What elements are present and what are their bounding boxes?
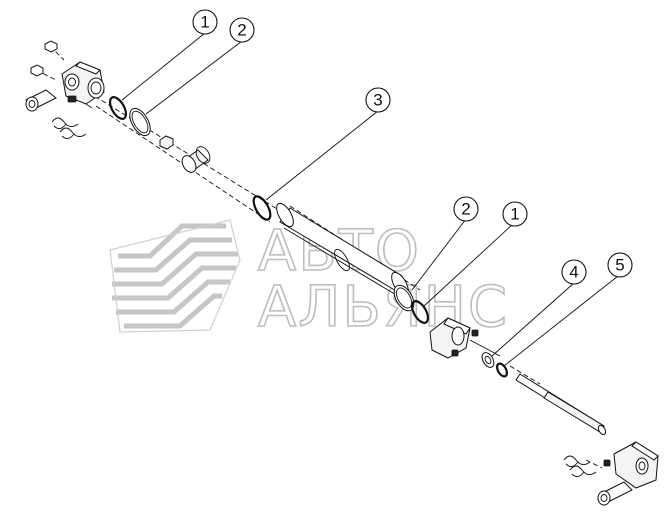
small-nut-center: [159, 135, 174, 150]
seal-ring-2-right: [393, 284, 415, 312]
left-fasteners: [25, 40, 87, 139]
callout-leaders: [121, 32, 619, 367]
right-fasteners: [563, 455, 633, 506]
callout-4: 4: [561, 259, 587, 285]
callout-4-label: 4: [569, 263, 578, 282]
seal-5: [495, 362, 509, 378]
cotter-pin-left-a: [51, 117, 79, 129]
callout-5-label: 5: [615, 256, 624, 275]
callout-5: 5: [607, 252, 633, 278]
cylinder-gland: [429, 317, 479, 359]
cotter-pin-right-b: [569, 465, 597, 477]
callout-2-upper-label: 2: [237, 21, 246, 40]
callout-1-upper: 1: [192, 9, 218, 35]
seal-ring-1-left: [108, 96, 128, 120]
seal-ring-2-left: [129, 107, 151, 137]
callout-2-lower-label: 2: [461, 200, 470, 219]
washer-4: [481, 352, 495, 368]
callout-1-lower: 1: [502, 201, 528, 227]
watermark-emblem: [109, 219, 241, 333]
seal-ring-3: [252, 195, 272, 221]
nut-small-left: [30, 64, 44, 77]
cylinder-tube: [276, 202, 409, 297]
callout-1-upper-label: 1: [200, 13, 209, 32]
cotter-pin-right-a: [563, 455, 591, 467]
rod-clevis-right: [603, 441, 659, 489]
clevis-pin-right: [597, 481, 633, 506]
cylinder-head-left: [61, 61, 105, 109]
callout-3-label: 3: [373, 91, 382, 110]
cotter-pin-left-b: [59, 127, 87, 139]
bushing-center: [181, 146, 211, 173]
nut-small-top: [44, 40, 58, 53]
callout-3: 3: [365, 87, 391, 113]
clevis-pin-left: [25, 89, 57, 112]
callout-2-upper: 2: [229, 17, 255, 43]
callout-2-lower: 2: [453, 196, 479, 222]
piston-rod: [515, 373, 607, 436]
callout-1-lower-label: 1: [510, 205, 519, 224]
seal-ring-1-right: [410, 300, 430, 324]
watermark-line2: АЛЬЯНС: [258, 275, 509, 340]
